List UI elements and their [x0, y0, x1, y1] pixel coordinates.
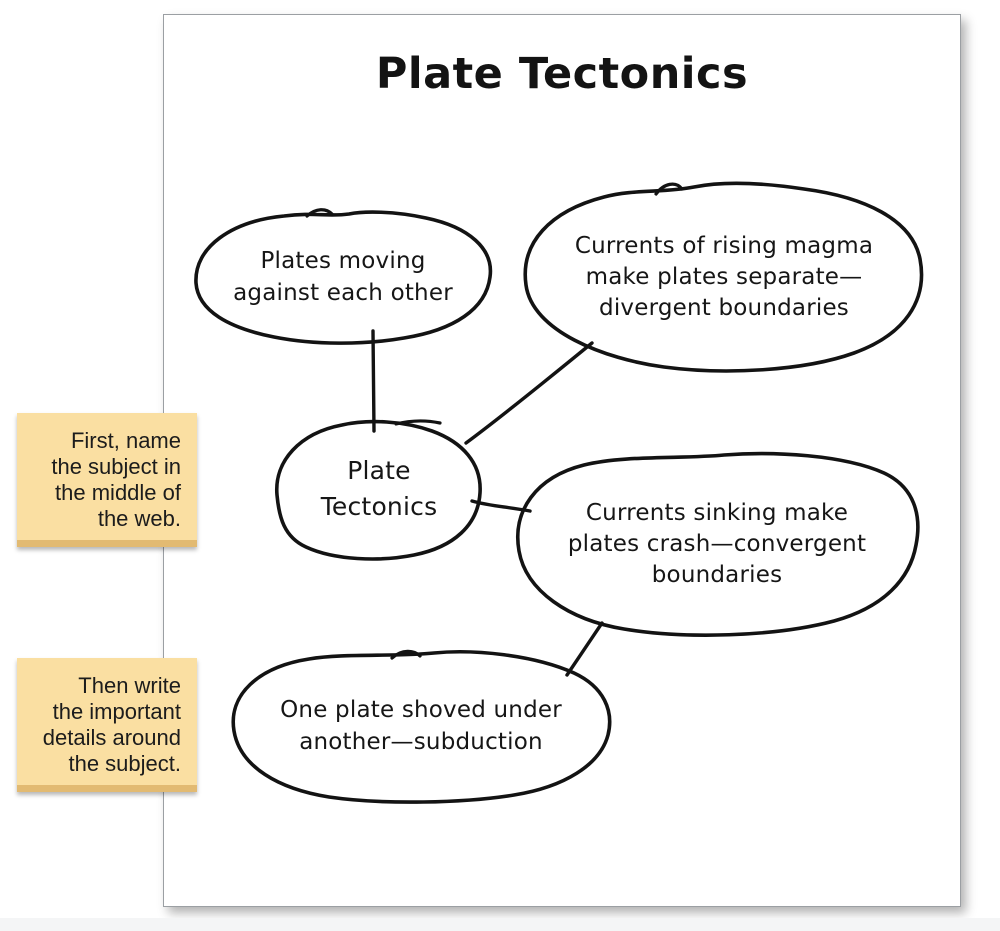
connector-center-convergent: [470, 499, 532, 513]
bubble-divergent-shape: [523, 181, 924, 373]
bubble-subduction-shape: [231, 650, 612, 804]
concept-web-drawing: [194, 181, 924, 804]
instruction-note-then: Then write the important details around …: [17, 658, 197, 792]
bubble-moving-shape: [194, 210, 493, 345]
sketch-notch-subduction: [390, 649, 422, 660]
connector-convergent-subduction: [565, 621, 604, 677]
connector-moving-center: [371, 329, 376, 433]
instruction-note-first: First, name the subject in the middle of…: [17, 413, 197, 547]
sketch-notch-moving: [305, 208, 334, 218]
bubble-divergent-label: Currents of rising magma make plates sep…: [574, 233, 874, 321]
sketch-notch-divergent: [654, 182, 684, 196]
worksheet-page: Plate Tectonics Plates moving against ea…: [163, 14, 961, 907]
bubble-moving-label: Plates moving against each other: [233, 248, 453, 306]
bubble-convergent-shape: [516, 451, 920, 637]
page-title: Plate Tectonics: [375, 49, 749, 99]
page-bottom-edge: [0, 918, 1000, 931]
bubble-center-shape: [275, 419, 482, 561]
bubble-convergent-label: Currents sinking make plates crash—conve…: [567, 500, 867, 588]
bubble-subduction-label: One plate shoved under another—subductio…: [280, 697, 562, 755]
connector-divergent-center: [464, 341, 594, 445]
bubble-center-label: Plate Tectonics: [320, 456, 438, 521]
sketch-notch-center: [394, 419, 442, 426]
